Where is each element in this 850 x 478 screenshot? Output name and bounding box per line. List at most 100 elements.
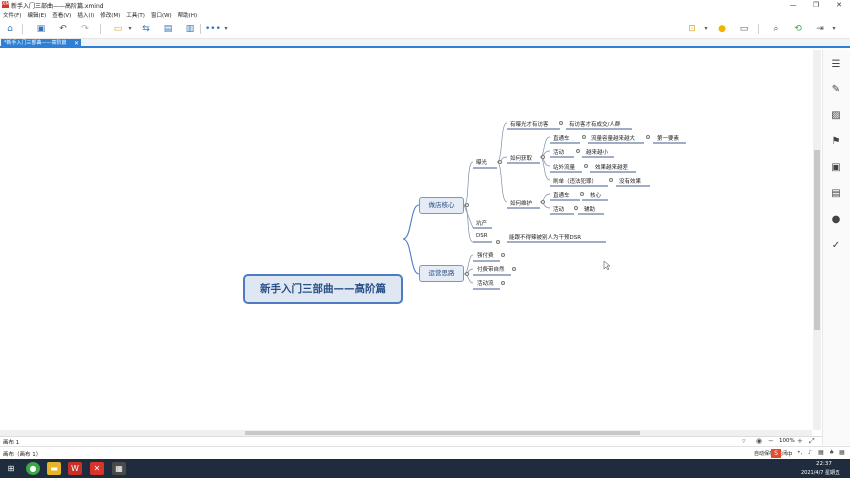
autosave-status[interactable]: 自动保存: 关闭 <box>754 451 788 457</box>
search-icon[interactable]: ⌕ <box>773 24 779 34</box>
topic-through-train[interactable]: 直通车 <box>553 136 570 142</box>
menu-view[interactable]: 查看(V) <box>52 13 72 19</box>
wps-office-icon[interactable]: W <box>68 462 82 475</box>
mindmap-canvas[interactable]: 新手入门三部曲——高阶篇 做店核心 运营思路 曝光 坑产 DSR 能跟不得辣被别… <box>0 50 812 427</box>
collapse-toggle[interactable] <box>582 135 586 139</box>
collapse-toggle[interactable] <box>574 206 578 210</box>
collapse-toggle[interactable] <box>646 135 650 139</box>
topic-fake-orders[interactable]: 刷单（违法犯罪） <box>553 179 598 185</box>
clothes-icon[interactable]: ♠ <box>829 449 835 456</box>
eye-icon[interactable]: ◉ <box>756 437 763 445</box>
collapse-toggle[interactable] <box>609 178 613 182</box>
comments-icon[interactable]: ● <box>831 214 841 225</box>
image-icon[interactable]: ▨ <box>831 110 841 121</box>
topic-dsr-note[interactable]: 能跟不得辣被别人为干预DSR <box>509 235 582 241</box>
sheet-tab[interactable]: 画布 1 <box>3 440 20 446</box>
menu-help[interactable]: 帮助(H) <box>177 13 198 19</box>
root-topic[interactable]: 新手入门三部曲——高阶篇 <box>243 274 403 304</box>
calculator-icon[interactable]: ▦ <box>112 462 126 475</box>
collapse-toggle[interactable] <box>465 272 469 276</box>
topic-first-element[interactable]: 第一要素 <box>657 136 680 142</box>
collapse-toggle[interactable] <box>584 164 588 168</box>
chevron-down-icon[interactable]: ▾ <box>832 25 836 32</box>
collapse-toggle[interactable] <box>576 149 580 153</box>
collapse-toggle[interactable] <box>501 281 505 285</box>
branch-topic-strategy[interactable]: 运营思路 <box>419 265 464 282</box>
format-panel-icon[interactable]: ☰ <box>831 59 841 70</box>
menu-window[interactable]: 窗口(W) <box>150 13 172 19</box>
collapse-toggle[interactable] <box>541 155 545 159</box>
topic-strong-paid[interactable]: 强付费 <box>477 253 494 259</box>
sogou-ime-icon[interactable]: S <box>771 449 781 458</box>
menu-insert[interactable]: 插入(I) <box>77 13 95 19</box>
save-icon[interactable]: ▣ <box>36 24 46 34</box>
topic-pit-output[interactable]: 坑产 <box>476 221 488 227</box>
style-brush-icon[interactable]: ✎ <box>831 84 841 95</box>
topic-auxiliary[interactable]: 辅助 <box>584 207 596 213</box>
ime-mode[interactable]: 中 <box>787 452 793 458</box>
collapse-toggle[interactable] <box>512 267 516 271</box>
horizontal-scroll-thumb[interactable] <box>245 431 640 435</box>
topic-how-maintain[interactable]: 如何维护 <box>510 201 533 207</box>
collapse-toggle[interactable] <box>465 203 469 207</box>
boundary-icon[interactable]: ▤ <box>163 24 173 34</box>
menu-edit[interactable]: 编辑(E) <box>27 13 47 19</box>
collapse-toggle[interactable] <box>580 192 584 196</box>
fit-window-icon[interactable]: ⤢ <box>809 437 815 445</box>
home-icon[interactable]: ⌂ <box>7 24 13 34</box>
undo-icon[interactable]: ↶ <box>59 24 67 34</box>
redo-icon[interactable]: ↷ <box>81 24 89 34</box>
browser-icon[interactable]: ● <box>26 462 40 475</box>
topic-dsr[interactable]: DSR <box>476 233 488 239</box>
topic-smaller[interactable]: 越来越小 <box>586 150 609 156</box>
topic-through-train-maintain[interactable]: 直通车 <box>553 193 570 199</box>
close-window-button[interactable]: ✕ <box>836 1 842 9</box>
tab-document[interactable]: *新手入门三部曲——高阶篇 ✕ <box>1 39 81 48</box>
topic-external-traffic[interactable]: 站外流量 <box>553 165 576 171</box>
windows-start-icon[interactable]: ⊞ <box>7 464 15 473</box>
minimize-button[interactable]: — <box>789 1 797 9</box>
xmind-taskbar-icon[interactable]: ✕ <box>90 462 104 475</box>
topic-exposure-visitors[interactable]: 有曝光才有访客 <box>510 122 549 128</box>
task-icon[interactable]: ✓ <box>831 240 841 251</box>
topic-exposure[interactable]: 曝光 <box>476 160 488 166</box>
collapse-toggle[interactable] <box>496 240 500 244</box>
menu-tools[interactable]: 工具(T) <box>126 13 145 19</box>
chevron-down-icon[interactable]: ▾ <box>224 25 228 32</box>
branch-topic-core[interactable]: 做店核心 <box>419 197 464 214</box>
topic-activity-flow[interactable]: 活动流 <box>477 281 494 287</box>
vertical-scroll-thumb[interactable] <box>814 150 820 330</box>
summary-icon[interactable]: ▥ <box>185 24 195 34</box>
file-explorer-icon[interactable]: ▬ <box>47 462 61 475</box>
topic-activity-maintain[interactable]: 活动 <box>553 207 565 213</box>
collapse-toggle[interactable] <box>541 200 545 204</box>
keyboard-icon[interactable]: ▦ <box>818 449 824 456</box>
brainstorm-lightbulb-icon[interactable]: ● <box>718 24 726 34</box>
maximize-button[interactable]: ❐ <box>812 1 820 9</box>
marker-flag-icon[interactable]: ⚑ <box>831 136 841 147</box>
collapse-toggle[interactable] <box>559 121 563 125</box>
grid-icon[interactable]: ▦ <box>839 449 845 456</box>
zoom-out-button[interactable]: − <box>768 437 774 445</box>
chevron-down-icon[interactable]: ▾ <box>704 25 708 32</box>
presentation-icon[interactable]: ⊡ <box>688 24 696 34</box>
topic-paid-natural[interactable]: 付费带自然 <box>477 267 505 273</box>
icon-library-icon[interactable]: ▣ <box>831 162 841 173</box>
more-icon[interactable]: ••• <box>205 24 221 34</box>
close-tab-icon[interactable]: ✕ <box>73 40 79 47</box>
horizontal-scrollbar[interactable] <box>0 430 812 436</box>
topic-traffic-capacity[interactable]: 流量容量越来越大 <box>591 136 636 142</box>
notes-icon[interactable]: ▤ <box>831 188 841 199</box>
collapse-toggle[interactable] <box>498 160 502 164</box>
topic-no-effect[interactable]: 没有效果 <box>619 179 642 185</box>
topic-how-acquire[interactable]: 如何获取 <box>510 156 533 162</box>
relationship-icon[interactable]: ⇆ <box>142 24 150 34</box>
microphone-icon[interactable]: ♪ <box>808 449 812 456</box>
menu-modify[interactable]: 修改(M) <box>100 13 121 19</box>
zoom-in-button[interactable]: + <box>797 437 803 445</box>
menu-file[interactable]: 文件(F) <box>3 13 22 19</box>
share-icon[interactable]: ⟲ <box>794 24 802 34</box>
chevron-down-icon[interactable]: ▾ <box>128 25 132 32</box>
topic-icon[interactable]: ▭ <box>113 24 123 34</box>
vertical-scrollbar[interactable] <box>813 50 821 430</box>
